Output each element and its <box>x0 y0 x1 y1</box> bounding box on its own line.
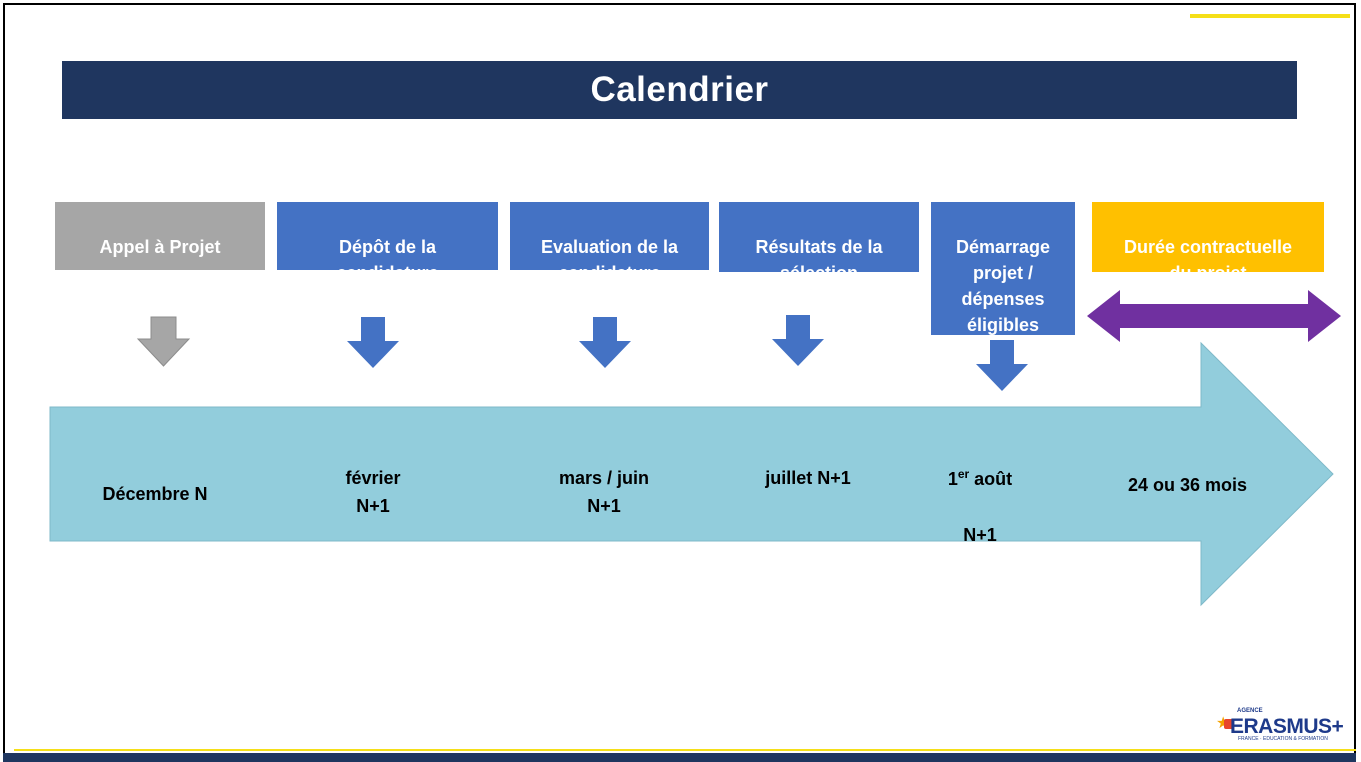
date-label-duree: 24 ou 36 mois <box>1100 443 1275 499</box>
step-label: Résultats de la sélection <box>755 237 883 283</box>
step-label: Dépôt de la candidature <box>336 237 439 283</box>
step-box-depot: Dépôt de la candidature <box>277 202 498 283</box>
down-arrow-2 <box>347 317 399 368</box>
accent-bar <box>1190 14 1350 18</box>
date-number: 1 <box>947 469 958 489</box>
date-text: février N+1 <box>345 468 401 516</box>
logo-mark-icon <box>1224 719 1234 729</box>
erasmus-logo: ★ AGENCE ERASMUS+ FRANCE · EDUCATION & F… <box>1212 703 1352 743</box>
date-label-fevrier: février N+1 <box>293 436 453 520</box>
step-box-appel-a-projet: Appel à Projet <box>55 202 265 270</box>
down-arrow-4 <box>772 315 824 366</box>
page-title: Calendrier <box>590 70 769 109</box>
step-box-duree: Durée contractuelle du projet <box>1092 202 1324 283</box>
duration-double-arrow <box>1087 290 1341 342</box>
date-text: mars / juin N+1 <box>558 468 650 516</box>
down-arrow-3 <box>579 317 631 368</box>
step-box-evaluation: Evaluation de la candidature <box>510 202 709 283</box>
footer-yellow-line <box>14 749 1356 751</box>
date-text: juillet N+1 <box>765 468 851 488</box>
logo-subtitle: FRANCE · EDUCATION & FORMATION <box>1238 736 1328 742</box>
title-banner: Calendrier <box>62 61 1297 119</box>
step-label: Evaluation de la candidature <box>540 237 679 283</box>
date-label-decembre: Décembre N <box>75 452 235 508</box>
date-month: août <box>969 469 1013 489</box>
step-label: Durée contractuelle du projet <box>1123 237 1293 283</box>
logo-name: ERASMUS+ <box>1230 715 1344 738</box>
date-label-mars-juin: mars / juin N+1 <box>519 436 689 520</box>
footer-navy-bar <box>3 753 1356 762</box>
logo-agence: AGENCE <box>1237 708 1263 714</box>
date-line-1: 1er août <box>910 465 1050 493</box>
step-box-demarrage: Démarrage projet / dépenses éligibles <box>931 202 1075 335</box>
step-label: Démarrage projet / dépenses éligibles <box>955 237 1051 335</box>
timeline-arrow <box>49 341 1334 607</box>
down-arrow-1 <box>136 316 191 367</box>
date-label-juillet: juillet N+1 <box>728 436 888 492</box>
down-arrow-5 <box>976 340 1028 391</box>
date-label-aout: 1er août N+1 <box>910 437 1050 577</box>
date-text: Décembre N <box>102 484 208 504</box>
step-label: Appel à Projet <box>99 237 221 257</box>
step-box-resultats: Résultats de la sélection <box>719 202 919 283</box>
date-text: 24 ou 36 mois <box>1127 475 1248 495</box>
date-superscript: er <box>957 467 970 481</box>
date-line-2: N+1 <box>963 525 997 545</box>
